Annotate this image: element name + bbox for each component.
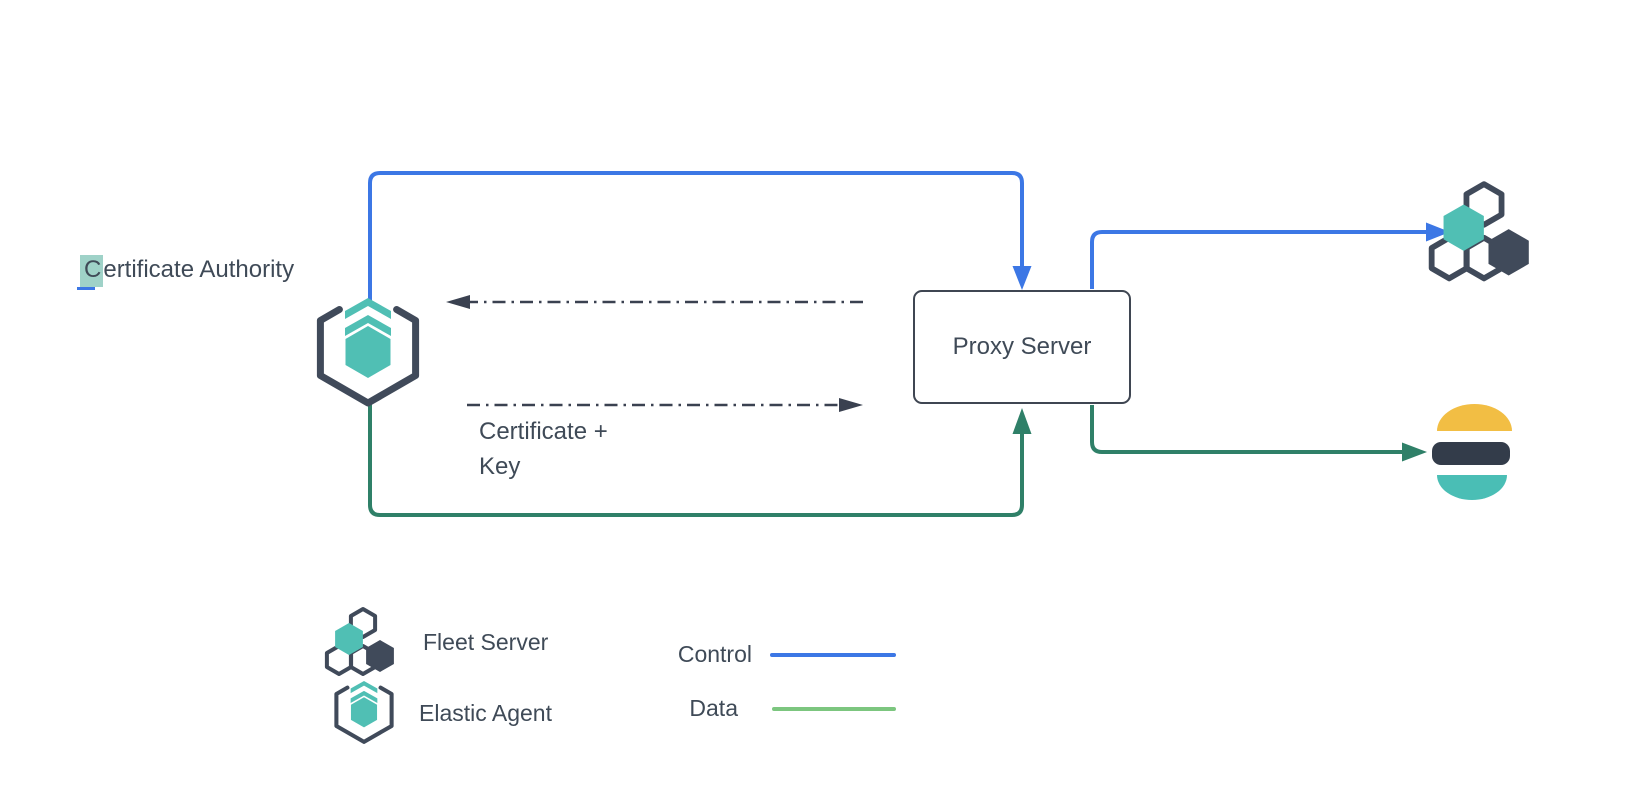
fleet-server-icon bbox=[1424, 172, 1544, 292]
data-path-agent-to-proxy bbox=[368, 400, 1032, 517]
legend-fleet-server-label[interactable]: Fleet Server bbox=[423, 629, 549, 655]
arrowhead-up-icon bbox=[1012, 408, 1032, 434]
control-path-agent-to-proxy bbox=[368, 171, 1032, 302]
arrowhead-right-icon bbox=[1402, 442, 1427, 462]
arrowhead-down-icon bbox=[1012, 266, 1032, 290]
data-path-proxy-to-elasticsearch bbox=[1090, 405, 1427, 462]
proxy-server-node: Proxy Server bbox=[913, 290, 1131, 404]
arrowhead-right-icon bbox=[1426, 222, 1450, 242]
certificate-key-annotation[interactable]: Certificate + Key bbox=[479, 418, 608, 480]
text-selection-highlight: C bbox=[80, 255, 104, 287]
legend-control-line bbox=[770, 653, 896, 657]
cert-dashed-path-agent-to-proxy bbox=[467, 398, 863, 412]
arrowhead-right-icon bbox=[839, 398, 863, 412]
arrowhead-left-icon bbox=[446, 295, 470, 309]
elasticsearch-icon bbox=[1432, 404, 1512, 500]
legend-elastic-agent-icon bbox=[314, 660, 414, 760]
elastic-agent-icon bbox=[298, 278, 438, 418]
legend-elastic-agent-label[interactable]: Elastic Agent bbox=[419, 700, 552, 726]
cert-dashed-path-proxy-to-agent bbox=[446, 295, 863, 309]
legend-control-label[interactable]: Control bbox=[677, 641, 752, 667]
text-cursor bbox=[77, 287, 95, 290]
certificate-authority-label[interactable]: Certificate Authority bbox=[80, 255, 294, 287]
proxy-server-label[interactable]: Proxy Server bbox=[952, 333, 1092, 360]
control-path-proxy-to-fleet-server bbox=[1090, 222, 1450, 289]
legend-data-label[interactable]: Data bbox=[689, 695, 738, 721]
legend-data-line bbox=[772, 707, 896, 711]
